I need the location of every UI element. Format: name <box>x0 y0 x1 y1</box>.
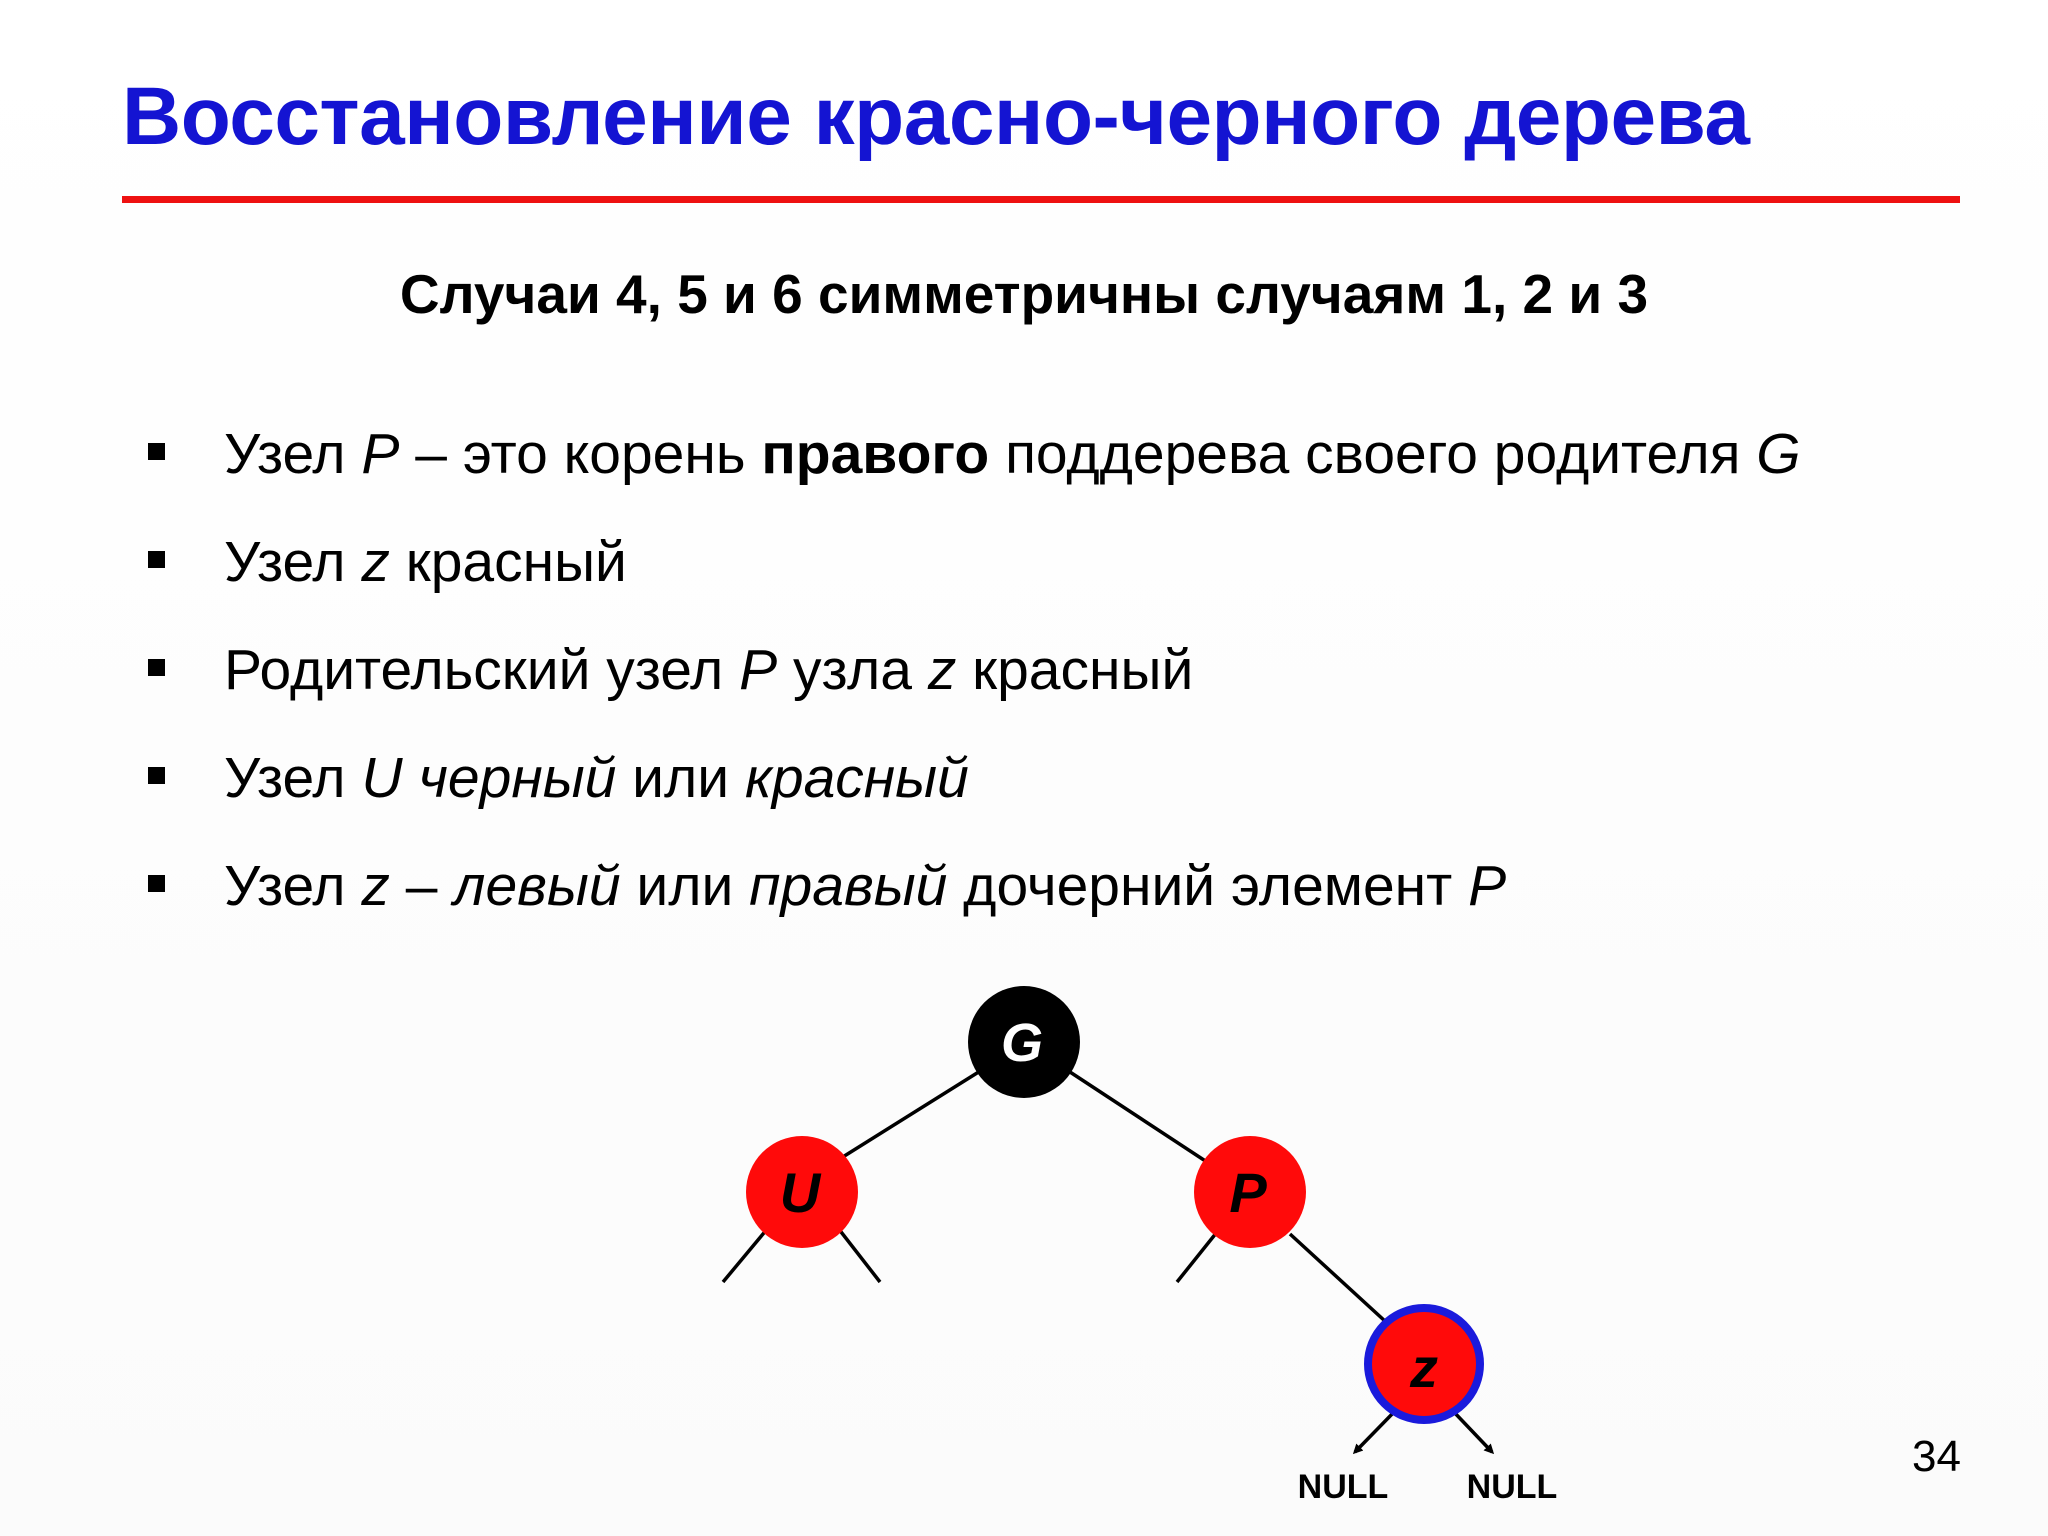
tree-node-g: G <box>968 986 1080 1098</box>
edge-u-left-stub <box>721 1226 770 1284</box>
node-label-z: z <box>1409 1336 1438 1399</box>
bullet-item: Узел U черный или красный <box>142 736 1801 844</box>
bullet-item: Родительский узел P узла z красный <box>142 628 1801 736</box>
bullet-text-run: Узел <box>224 422 362 486</box>
node-label-p: P <box>1229 1161 1267 1224</box>
null-label-right: NULL <box>1467 1468 1558 1506</box>
arrow-z-left-null <box>1352 1408 1398 1455</box>
tree-node-p: P <box>1194 1136 1306 1248</box>
slide-subtitle: Случаи 4, 5 и 6 симметричны случаям 1, 2… <box>399 263 1649 325</box>
bullet-item: Узел P – это корень правого поддерева св… <box>142 412 1801 520</box>
bullet-text-run: Родительский узел <box>224 638 740 702</box>
bullet-square-icon <box>148 875 165 892</box>
bullet-text-run: красный <box>744 746 969 810</box>
node-label-u: U <box>780 1161 822 1224</box>
bullet-text-run: z <box>361 530 390 594</box>
bullet-text-run: дочерний элемент <box>947 854 1469 918</box>
bullet-text-run: левый <box>453 854 621 918</box>
bullet-text-run: – это корень <box>399 422 762 486</box>
bullet-text-run: поддерева своего родителя <box>989 422 1757 486</box>
bullet-square-icon <box>148 443 165 460</box>
bullet-square-icon <box>148 767 165 784</box>
bullet-text-run: или <box>620 854 750 918</box>
bullet-text-run: – <box>389 854 454 918</box>
bullet-list: Узел P – это корень правого поддерева св… <box>142 412 1801 952</box>
bullet-text-run: G <box>1756 422 1801 486</box>
bullet-text-run: P <box>1468 854 1507 918</box>
edge-p-z <box>1288 1232 1388 1324</box>
bullet-text: Узел z красный <box>224 530 627 594</box>
node-label-g: G <box>1001 1013 1043 1073</box>
bullet-text-run: красный <box>389 530 627 594</box>
bullet-item: Узел z красный <box>142 520 1801 628</box>
bullet-text-run: правого <box>761 422 990 486</box>
bullet-text-run: Узел <box>224 854 362 918</box>
page-number: 34 <box>1912 1432 1961 1481</box>
bullet-text: Узел P – это корень правого поддерева св… <box>224 422 1801 486</box>
bullet-text-run: или <box>616 746 745 810</box>
edge-g-u <box>837 1066 986 1162</box>
bullet-text: Родительский узел P узла z красный <box>224 638 1193 702</box>
bullet-text-run: Узел <box>224 530 362 594</box>
bullet-text-run: правый <box>749 854 948 918</box>
bullet-text-run: U черный <box>361 746 617 810</box>
tree-node-z: z <box>1364 1304 1484 1424</box>
bullet-text-run: Узел <box>224 746 362 810</box>
bullet-square-icon <box>148 659 165 676</box>
bullet-text-run: P <box>739 638 778 702</box>
bullet-square-icon <box>148 551 165 568</box>
null-label-left: NULL <box>1298 1468 1389 1506</box>
bullet-text-run: z <box>361 854 390 918</box>
bullet-text-run: z <box>927 638 957 702</box>
slide-title: Восстановление красно-черного дерева <box>122 71 1750 162</box>
bullet-text: Узел U черный или красный <box>224 746 969 810</box>
tree-node-u: U <box>746 1136 858 1248</box>
arrow-z-right-null <box>1450 1408 1495 1455</box>
edge-u-right-stub <box>836 1226 882 1284</box>
bullet-text-run: красный <box>956 638 1194 702</box>
edge-g-p <box>1069 1070 1214 1168</box>
bullet-text-run: P <box>361 422 400 486</box>
title-underline <box>122 196 1960 203</box>
bullet-text-run: узла <box>777 638 928 702</box>
edge-p-left-stub <box>1175 1230 1219 1284</box>
bullet-item: Узел z – левый или правый дочерний элеме… <box>142 844 1801 952</box>
bullet-text: Узел z – левый или правый дочерний элеме… <box>224 854 1506 918</box>
